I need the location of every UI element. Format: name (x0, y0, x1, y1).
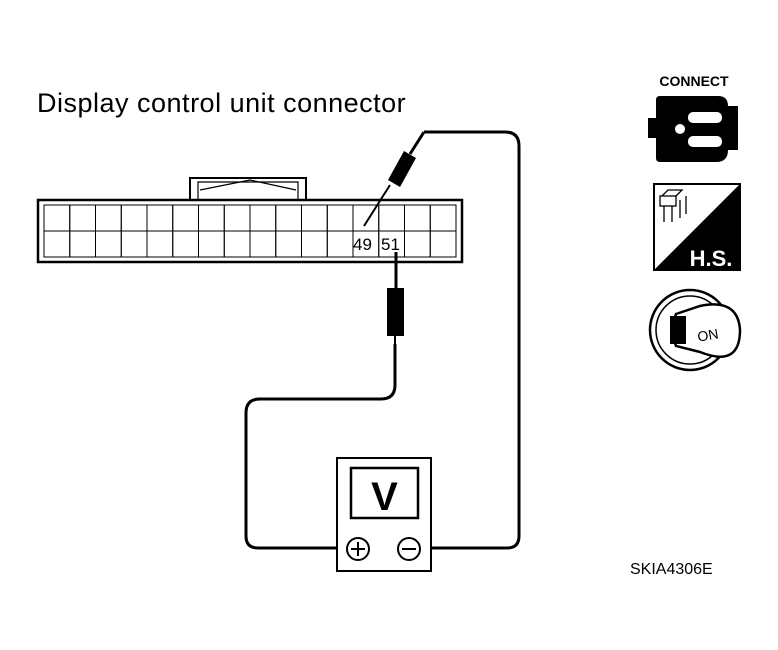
connect-icon: CONNECT (648, 73, 738, 162)
pin-51-label: 51 (381, 235, 400, 254)
connector-cavity (429, 230, 457, 258)
on-label: ON (696, 325, 719, 344)
figure-code: SKIA4306E (630, 561, 713, 578)
probe-negative (363, 131, 426, 227)
positive-wire (244, 344, 397, 550)
ignition-on-icon: ON (648, 288, 742, 372)
negative-wire (420, 130, 521, 550)
voltmeter-display: V (371, 475, 398, 519)
connector-title: Display control unit connector (37, 88, 406, 118)
svg-text:CONNECT: CONNECT (659, 73, 729, 89)
probe-positive (387, 252, 404, 344)
voltmeter: V (336, 457, 432, 572)
minus-terminal (397, 537, 421, 561)
connector (36, 177, 464, 264)
hood-support-icon: H.S. (653, 183, 741, 271)
connector-cavities (43, 204, 457, 258)
pin-49-label: 49 (353, 235, 372, 254)
hs-label: H.S. (690, 246, 733, 271)
plus-terminal (346, 537, 370, 561)
